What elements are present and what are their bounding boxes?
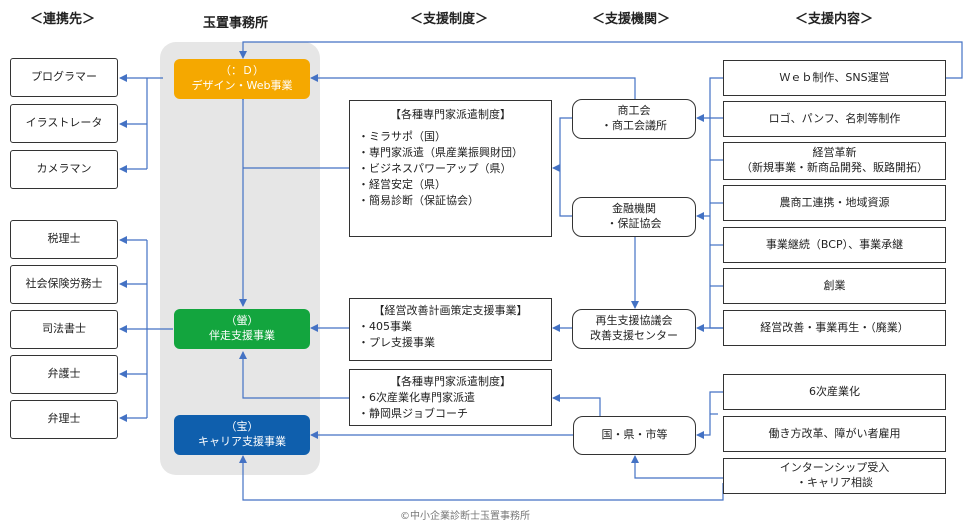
- partner-judicial-scrivener: 司法書士: [10, 310, 118, 349]
- partner-illustrator: イラストレータ: [10, 104, 118, 143]
- agency-finance: 金融機関 ・保証協会: [572, 197, 696, 237]
- content-revitalization: 経営改善・事業再生・（廃業）: [723, 310, 946, 346]
- system-experts-title: 【各種専門家派遣制度】: [390, 108, 511, 121]
- partner-patent-attorney: 弁理士: [10, 400, 118, 439]
- content-work-reform: 働き方改革、障がい者雇用: [723, 416, 946, 452]
- system-plan-support: 【経営改善計画策定支援事業】 ・405事業 ・プレ支援事業: [349, 298, 552, 361]
- content-internship-line: ・キャリア相談: [796, 476, 873, 489]
- link-experts2-accompany: [239, 351, 349, 399]
- partner-programmer: プログラマー: [10, 58, 118, 97]
- link-govt-experts2: [552, 394, 601, 416]
- header-partners: ＜連携先＞: [30, 12, 96, 27]
- partner-tax-accountant: 税理士: [10, 220, 118, 259]
- service-design-label: デザイン・Web事業: [191, 79, 293, 92]
- partner-cameraman: カメラマン: [10, 150, 118, 189]
- content-web-sns: Ｗｅｂ制作、SNS運営: [723, 60, 946, 96]
- copyright: ©中小企業診断士玉置事務所: [400, 511, 530, 522]
- agency-revival: 再生支援協議会 改善支援センター: [572, 309, 696, 349]
- system-plan-item: ・405事業: [358, 319, 412, 333]
- system-experts-item: ・簡易診断（保証協会）: [358, 193, 479, 207]
- service-career-mark: （宝）: [225, 420, 259, 434]
- content-bcp-succession: 事業継続（BCP）、事業承継: [723, 227, 946, 263]
- system-experts-item: ・ミラサポ（国）: [358, 129, 446, 143]
- content-logo-pamphlet: ロゴ、パンフ、名刺等制作: [723, 101, 946, 137]
- header-agencies: ＜支援機関＞: [592, 12, 671, 27]
- service-career-label: キャリア支援事業: [198, 435, 286, 448]
- system-experts-item: ・経営安定（県）: [358, 177, 446, 191]
- agency-government: 国・県・市等: [573, 416, 696, 455]
- service-accompany-label: 伴走支援事業: [209, 329, 275, 342]
- content-internship: インターンシップ受入 ・キャリア相談: [723, 458, 946, 494]
- link-chamber-design: [310, 74, 636, 99]
- system-plan-title: 【経営改善計画策定支援事業】: [373, 304, 528, 317]
- system-experts2-item: ・静岡県ジョブコーチ: [358, 406, 468, 420]
- service-design-mark: （：Ｄ）: [220, 64, 264, 78]
- agency-finance-line: 金融機関: [612, 202, 656, 216]
- content-innovation-line: （新規事業・新商品開発、販路開拓）: [741, 161, 928, 174]
- agency-chamber-line: ・商工会議所: [601, 119, 667, 132]
- agency-revival-line: 改善支援センター: [590, 329, 678, 342]
- system-experts-dispatch: 【各種専門家派遣制度】 ・ミラサポ（国） ・専門家派遣（県産業振興財団） ・ビジ…: [349, 100, 552, 237]
- content-agri-commerce: 農商工連携・地域資源: [723, 185, 946, 221]
- system-plan-item: ・プレ支援事業: [358, 335, 435, 349]
- service-accompany: （螢） 伴走支援事業: [174, 309, 310, 349]
- header-office: 玉置事務所: [203, 16, 269, 31]
- header-content: ＜支援内容＞: [795, 12, 874, 27]
- header-systems: ＜支援制度＞: [410, 12, 489, 27]
- agency-finance-line: ・保証協会: [606, 217, 662, 230]
- content-internship-line: インターンシップ受入: [779, 461, 890, 475]
- content-management-innovation: 経営革新 （新規事業・新商品開発、販路開拓）: [723, 142, 946, 180]
- content-startup: 創業: [723, 268, 946, 304]
- system-experts-item: ・ビジネスパワーアップ（県）: [358, 161, 512, 175]
- partner-labor-consultant: 社会保険労務士: [10, 265, 118, 304]
- service-career: （宝） キャリア支援事業: [174, 415, 310, 455]
- content-innovation-line: 経営革新: [812, 146, 857, 160]
- system-experts2-title: 【各種専門家派遣制度】: [390, 375, 511, 388]
- link-web-to-design: [239, 41, 963, 79]
- agency-revival-line: 再生支援協議会: [595, 314, 673, 328]
- agency-chamber-line: 商工会: [617, 104, 651, 118]
- service-design-web: （：Ｄ） デザイン・Web事業: [174, 59, 310, 99]
- agency-chamber: 商工会 ・商工会議所: [572, 99, 696, 139]
- service-accompany-mark: （螢）: [225, 314, 259, 328]
- system-experts-dispatch-2: 【各種専門家派遣制度】 ・6次産業化専門家派遣 ・静岡県ジョブコーチ: [349, 369, 552, 426]
- system-experts-item: ・専門家派遣（県産業振興財団）: [358, 145, 523, 159]
- partner-lawyer: 弁護士: [10, 355, 118, 394]
- content-sixth-industry: 6次産業化: [723, 374, 946, 410]
- link-intern-govt: [631, 455, 723, 479]
- bus-agencies: [559, 117, 572, 217]
- system-experts2-item: ・6次産業化専門家派遣: [358, 390, 475, 404]
